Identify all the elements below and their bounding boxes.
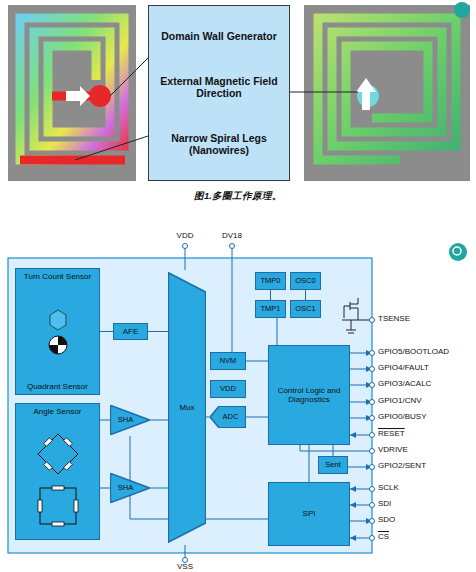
function-block: SPI bbox=[268, 482, 350, 546]
zoom-icon bbox=[449, 243, 467, 261]
function-block: NVM bbox=[210, 352, 246, 370]
function-block: OSC0 bbox=[290, 272, 321, 290]
connector bbox=[270, 290, 271, 300]
caption: 图1.多圈工作原理。 bbox=[0, 191, 476, 201]
adc-block: ADC bbox=[210, 406, 246, 428]
pin-label: DV18 bbox=[222, 232, 242, 241]
block-label: ADC bbox=[223, 413, 239, 422]
connector bbox=[150, 488, 168, 489]
block-label: SHA bbox=[118, 484, 133, 493]
tri-block: SHA bbox=[110, 405, 150, 435]
pin-label: VSS bbox=[177, 563, 193, 572]
block-label: Sent bbox=[325, 461, 340, 470]
connector bbox=[246, 417, 268, 418]
leader-line bbox=[290, 92, 358, 93]
bus-wire bbox=[130, 436, 131, 519]
transistor-symbol bbox=[342, 298, 372, 333]
block-label: Control Logic and Diagnostics bbox=[273, 386, 345, 404]
block-label: Narrow Spiral Legs (Nanowires) bbox=[155, 132, 283, 156]
field-arrow bbox=[356, 78, 376, 110]
function-block: TMP0 bbox=[255, 272, 286, 290]
block-label: OSC0 bbox=[295, 277, 315, 286]
sensor-icon bbox=[16, 269, 99, 394]
function-block: Angle Sensor bbox=[15, 403, 100, 540]
function-block: Sent bbox=[318, 456, 348, 474]
block-label: TMP1 bbox=[260, 305, 280, 314]
chip-outline bbox=[8, 258, 372, 553]
connector bbox=[246, 361, 268, 362]
pin-label: VDRIVE bbox=[378, 446, 408, 455]
function-block: AFE bbox=[113, 323, 148, 340]
pin-label: SCLK bbox=[378, 484, 399, 493]
connector bbox=[333, 445, 334, 456]
leader-line bbox=[110, 58, 148, 96]
zoom-icon bbox=[453, 247, 461, 255]
pin-label: GPIO5/BOOTLOAD bbox=[378, 348, 449, 357]
pin-label: GPIO2/SENT bbox=[378, 462, 426, 471]
block-label: AFE bbox=[123, 327, 139, 336]
domain-wall-generator bbox=[89, 85, 111, 107]
block-label: NVM bbox=[220, 357, 237, 366]
pin-label: VDD bbox=[177, 232, 194, 241]
pin-terminal bbox=[183, 244, 375, 563]
pin-label: SDI bbox=[378, 500, 391, 509]
supply-wire bbox=[232, 246, 233, 352]
function-block: Turn Count SensorQuadrant Sensor bbox=[15, 268, 100, 395]
function-block: OSC1 bbox=[290, 300, 321, 318]
tri-block: SHA bbox=[110, 473, 150, 503]
block-label: Quadrant Sensor bbox=[27, 382, 88, 391]
pin-label: GPIO4/FAULT bbox=[378, 364, 429, 373]
block-label: VDD bbox=[220, 385, 236, 394]
function-block: TMP1 bbox=[255, 300, 286, 318]
pin-arrow bbox=[350, 350, 372, 541]
spiral-background bbox=[8, 5, 136, 181]
block-label: OSC1 bbox=[295, 305, 315, 314]
pin-label: RESET bbox=[378, 430, 405, 439]
connector bbox=[277, 318, 278, 345]
block-label: TMP0 bbox=[260, 277, 280, 286]
pin-label: GPIO3/ACALC bbox=[378, 380, 431, 389]
pin-label: CS bbox=[378, 533, 389, 542]
sensor-icon bbox=[16, 404, 99, 539]
pin-label: GPIO0/BUSY bbox=[378, 413, 426, 422]
connector bbox=[150, 420, 168, 421]
leader-line bbox=[75, 136, 148, 160]
function-block: Domain Wall GeneratorExternal Magnetic F… bbox=[148, 5, 290, 181]
block-label: Angle Sensor bbox=[33, 407, 81, 416]
connector bbox=[100, 488, 110, 489]
connector bbox=[100, 331, 113, 332]
pin-label: SDO bbox=[378, 516, 395, 525]
supply-wire bbox=[185, 246, 186, 270]
zoom-icon bbox=[454, 2, 470, 18]
spiral-leg bbox=[20, 156, 125, 165]
pin-label: TSENSE bbox=[378, 315, 410, 324]
block-label: SHA bbox=[118, 416, 133, 425]
function-block: VDD bbox=[210, 380, 246, 398]
block-label: Domain Wall Generator bbox=[161, 30, 277, 42]
block-label: SPI bbox=[303, 509, 316, 518]
spiral-nanowire bbox=[318, 18, 456, 160]
mux-block: Mux bbox=[168, 270, 206, 545]
block-label: Mux bbox=[179, 403, 194, 412]
connector bbox=[309, 445, 310, 482]
pin-label: GPIO1/CNV bbox=[378, 397, 422, 406]
block-label: External Magnetic Field Direction bbox=[155, 75, 283, 99]
spiral-nanowire bbox=[20, 18, 124, 160]
connector bbox=[148, 331, 168, 332]
field-arrow bbox=[66, 86, 90, 106]
connector bbox=[100, 420, 110, 421]
function-block: Control Logic and Diagnostics bbox=[268, 345, 350, 445]
spiral-background bbox=[304, 5, 470, 181]
connector bbox=[305, 290, 306, 300]
block-label: Turn Count Sensor bbox=[24, 272, 91, 281]
